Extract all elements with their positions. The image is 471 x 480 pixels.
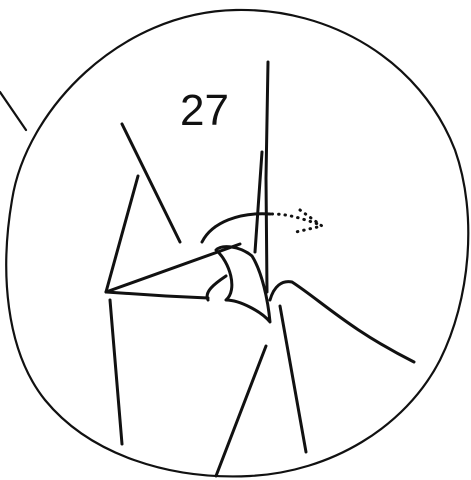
step-number: 27	[180, 86, 229, 135]
folded-paper-model	[106, 62, 414, 476]
center-leg	[216, 346, 266, 476]
left-flap	[122, 124, 180, 242]
arrow-arc	[202, 214, 270, 242]
right-slope	[270, 282, 414, 362]
vertical-crease-line	[266, 62, 268, 292]
inner-vertical-line	[255, 152, 262, 252]
left-leg	[110, 300, 122, 444]
body-upper-edge	[106, 244, 240, 292]
detail-circle	[6, 10, 468, 476]
body-lower-edge	[106, 292, 208, 298]
center-point-fold	[207, 276, 226, 300]
rotation-arrow	[202, 210, 322, 242]
left-flap-outer-edge	[106, 176, 138, 292]
leader-line	[0, 92, 26, 130]
right-leg	[280, 306, 306, 452]
center-point	[216, 247, 270, 322]
